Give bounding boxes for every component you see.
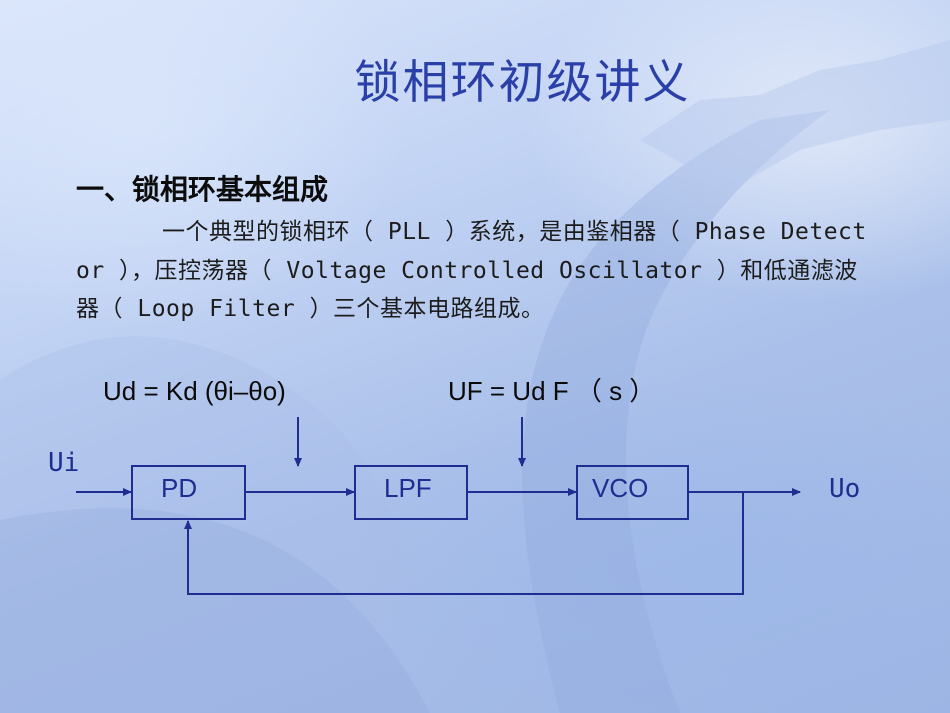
lpf-label: LPF [384, 473, 432, 503]
body-paragraph: 一个典型的锁相环（ PLL ）系统，是由鉴相器（ Phase Detector … [76, 213, 876, 329]
section-heading: 一、锁相环基本组成 [76, 173, 329, 206]
lpf-formula: UF = Ud F （ s ） [448, 376, 655, 406]
vco-block: VCO [576, 465, 689, 520]
pd-formula: Ud = Kd (θi–θo) [103, 376, 286, 406]
input-label: Ui [48, 448, 79, 478]
pd-block: PD [131, 465, 246, 520]
lpf-block: LPF [354, 465, 468, 520]
slide-title: 锁相环初级讲义 [354, 55, 691, 109]
pd-label: PD [161, 473, 197, 503]
feedback-path [184, 492, 744, 595]
output-label: Uo [829, 474, 860, 504]
vco-label: VCO [592, 473, 648, 503]
paragraph-text: 一个典型的锁相环（ PLL ）系统，是由鉴相器（ Phase Detector … [76, 219, 867, 322]
